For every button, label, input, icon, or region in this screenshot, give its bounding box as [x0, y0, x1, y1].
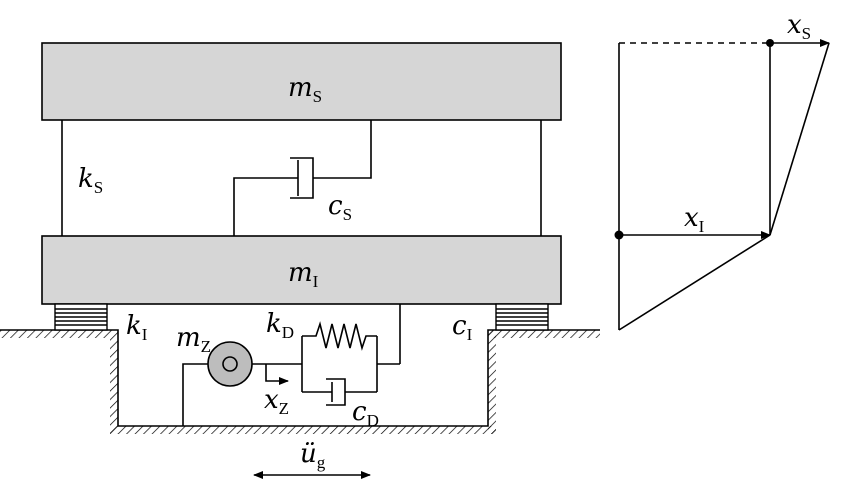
flywheel-mz	[207, 341, 253, 387]
flywheel-ground-link	[182, 363, 208, 426]
label-k-i: kI	[126, 311, 148, 344]
isolation-bearing-left	[54, 303, 108, 331]
label-k-s: kS	[78, 164, 103, 197]
xz-arrow	[265, 364, 289, 385]
label-m-i: mI	[288, 258, 319, 291]
spring-kd	[302, 321, 377, 351]
label-u-g: üg	[300, 439, 326, 472]
superstructure-damper	[233, 120, 372, 236]
displacement-profile	[614, 39, 830, 331]
superstructure-mass	[41, 42, 562, 121]
damper-cd	[302, 378, 377, 406]
isolation-mass	[41, 235, 562, 305]
label-x-i: xI	[684, 203, 705, 236]
label-m-s: mS	[288, 73, 322, 106]
ground	[0, 329, 600, 434]
label-c-d: cD	[352, 397, 379, 430]
label-c-s: cS	[328, 191, 352, 224]
label-x-z: xZ	[264, 385, 289, 418]
label-k-d: kD	[266, 309, 294, 342]
label-m-z: mZ	[176, 323, 211, 356]
isolation-bearing-right	[495, 303, 549, 331]
label-c-i: cI	[452, 311, 473, 344]
label-x-s: xS	[787, 10, 811, 43]
